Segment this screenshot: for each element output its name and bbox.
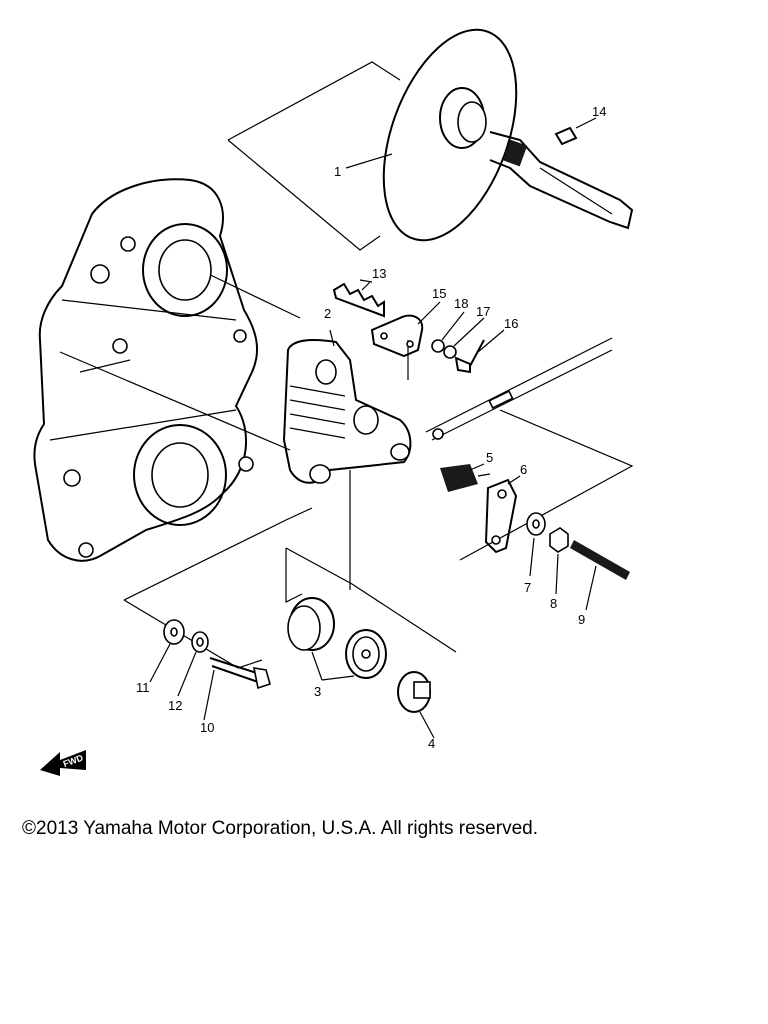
assembly-guide-lines [59,61,634,669]
callout-11: 11 [136,680,150,695]
part-7-washer [526,512,546,536]
fwd-arrow-icon: FWD [40,750,86,776]
callout-14: 14 [592,104,606,119]
part-17-washer [443,345,457,359]
part-1-sheave [382,28,634,242]
part-10-bolt [209,657,271,690]
callout-labels: 1 2 3 4 5 6 7 8 9 10 11 12 13 14 15 16 1… [136,104,606,751]
part-2-caliper [282,339,412,484]
callout-16: 16 [504,316,518,331]
callout-13: 13 [372,266,386,281]
callout-8: 8 [550,596,557,611]
callout-17: 17 [476,304,490,319]
exploded-parts-diagram: 1 2 3 4 5 6 7 8 9 10 11 12 13 14 15 16 1… [33,28,634,776]
callout-12: 12 [168,698,182,713]
callout-15: 15 [432,286,446,301]
part-6-lever [484,478,518,554]
part-14-key [554,117,597,146]
part-8-nut [549,527,569,553]
chain-case-housing [33,178,259,562]
part-5-adjuster [440,464,491,492]
part-11-washer [163,619,185,645]
callout-7: 7 [524,580,531,595]
callout-18: 18 [454,296,468,311]
callout-2: 2 [324,306,331,321]
part-3-pad-b [345,629,387,679]
copyright-notice: ©2013 Yamaha Motor Corporation, U.S.A. A… [22,818,538,839]
part-15-bracket [370,314,424,358]
callout-9: 9 [578,612,585,627]
part-13-spring [332,279,385,318]
callout-5: 5 [486,450,493,465]
part-16-bolt [454,339,485,374]
callout-6: 6 [520,462,527,477]
callout-3: 3 [314,684,321,699]
leader-lines [149,153,597,739]
part-9-rod [570,540,630,580]
part-3-pad-a [287,597,335,651]
callout-10: 10 [200,720,214,735]
part-18-washer [431,339,445,353]
part-12-washer [191,631,209,653]
callout-4: 4 [428,736,435,751]
brake-cable [425,337,613,441]
callout-1: 1 [334,164,341,179]
part-4-piston [397,671,431,713]
